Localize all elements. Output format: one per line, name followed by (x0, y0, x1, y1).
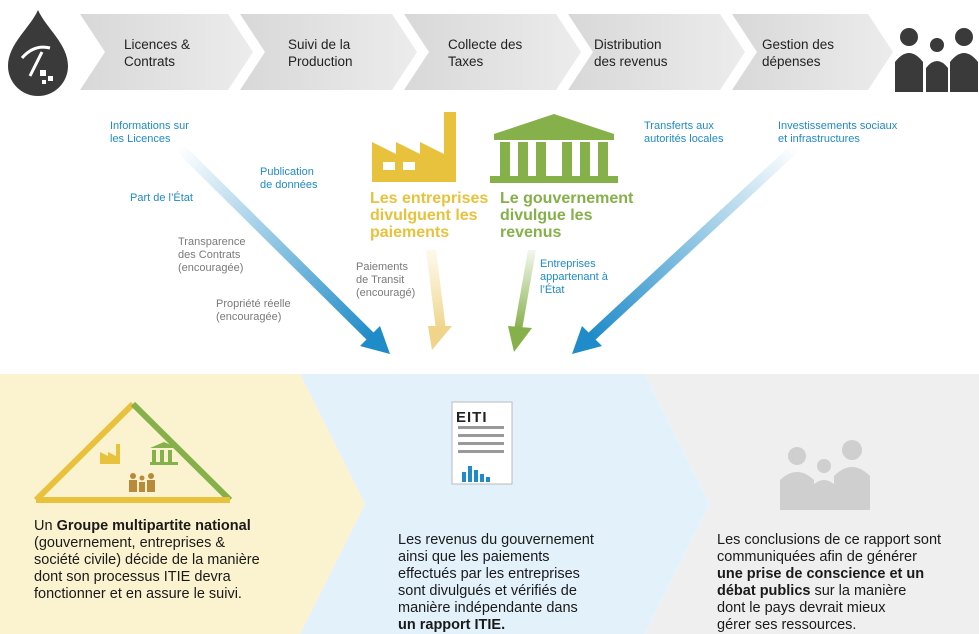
text-line: manière indépendante dans (398, 600, 578, 616)
step-label-line: Production (288, 54, 353, 69)
text-bold: débat publics (717, 583, 811, 599)
step-chevron-5 (732, 14, 893, 90)
label-entreprises-etat: Entreprises appartenant à l’État (540, 258, 608, 297)
arrow-left-blue (176, 144, 390, 354)
text-line: débat publics sur la manière (717, 583, 977, 600)
public-people-icon (780, 440, 870, 510)
step-label-line: dépenses (762, 54, 821, 69)
step-chevron-3 (404, 14, 581, 90)
label-line: Transparence (178, 236, 246, 248)
label-line: divulgue les (500, 207, 593, 224)
label-line: Propriété réelle (216, 298, 291, 310)
government-building-icon (490, 114, 618, 183)
label-line: Publication (260, 166, 314, 178)
arrow-green (508, 250, 536, 352)
text-line: communiquées afin de générer (717, 549, 917, 565)
label-line: l’État (540, 284, 565, 296)
label-gouvernement-divulgue: Le gouvernement divulgue les revenus (500, 190, 633, 241)
step-distribution: Distribution des revenus (594, 36, 668, 70)
label-line: Informations sur (110, 120, 189, 132)
label-publication: Publication de données (260, 166, 318, 192)
arrow-yellow (426, 250, 452, 350)
text-revenus-rapport: Les revenus du gouvernement ainsi que le… (398, 532, 658, 634)
label-paiements-transit: Paiements de Transit (encouragé) (356, 261, 415, 300)
label-line: divulguent les (370, 207, 478, 224)
label-part-etat: Part de l’État (130, 192, 193, 204)
text-line: une prise de conscience et un (717, 566, 977, 583)
label-transparence: Transparence des Contrats (encouragée) (178, 236, 245, 275)
step-label-line: Contrats (124, 54, 176, 69)
label-line: de Transit (356, 274, 405, 286)
step-taxes: Collecte des Taxes (448, 36, 522, 70)
label-line: Transferts aux (644, 120, 714, 132)
text-line: ainsi que les paiements (398, 549, 550, 565)
text-line: un rapport ITIE. (398, 617, 658, 634)
step-production: Suivi de la Production (288, 36, 353, 70)
text-bold: Groupe multipartite national (56, 518, 251, 534)
step-chevron-1 (80, 14, 253, 90)
step-licences: Licences & Contrats (124, 36, 190, 70)
eiti-report-icon (451, 401, 513, 485)
text-part: sur la manière (810, 583, 907, 599)
label-line: (encouragé) (356, 287, 416, 299)
text-line: Les revenus du gouvernement (398, 532, 594, 548)
panel-middle-bg (300, 374, 710, 634)
bottom-panels (0, 374, 979, 634)
label-line: Paiements (356, 261, 408, 273)
panel-left-bg (0, 374, 365, 634)
step-chevron-4 (568, 14, 745, 90)
label-line: Le gouvernement (500, 190, 634, 207)
text-bold: un rapport ITIE. (398, 617, 506, 633)
label-line: appartenant à (540, 271, 608, 283)
text-line: gérer ses ressources. (717, 617, 857, 633)
text-line: (gouvernement, entreprises & (34, 535, 226, 551)
text-line: sont divulgués et vérifiés de (398, 583, 577, 599)
process-flow (8, 10, 978, 96)
step-label-line: Taxes (448, 54, 484, 69)
text-part: Un (34, 518, 57, 534)
multistakeholder-triangle-icon (33, 401, 233, 503)
label-line: Investissements sociaux (778, 120, 898, 132)
label-line: et infrastructures (778, 133, 860, 145)
step-label-line: Licences & (124, 37, 191, 52)
step-label-line: des revenus (594, 54, 668, 69)
label-line: revenus (500, 224, 562, 241)
text-line: dont le pays devrait mieux (717, 600, 886, 616)
text-bold: une prise de conscience et un (717, 566, 925, 582)
label-entreprises-divulguent: Les entreprises divulguent les paiements (370, 190, 488, 241)
label-line: paiements (370, 224, 450, 241)
text-line: société civile) décide de la manière (34, 552, 260, 568)
step-label-line: Collecte des (448, 37, 523, 52)
label-info-licences: Informations sur les Licences (110, 120, 189, 146)
label-propriete: Propriété réelle (encouragée) (216, 298, 291, 324)
step-depenses: Gestion des dépenses (762, 36, 834, 70)
text-groupe-multipartite: Un Groupe multipartite national (gouvern… (34, 518, 334, 603)
factory-icon (372, 112, 456, 182)
label-line: des Contrats (178, 249, 241, 261)
label-investissements: Investissements sociaux et infrastructur… (778, 120, 897, 146)
text-line: fonctionner et en assure le suivi. (34, 586, 242, 602)
label-line: de données (260, 179, 318, 191)
eiti-logo: EITI (456, 409, 488, 426)
flow-arrows (176, 112, 799, 354)
label-line: Les entreprises (370, 190, 489, 207)
label-line: autorités locales (644, 133, 724, 145)
text-line: Un Groupe multipartite national (34, 518, 334, 535)
text-conclusions: Les conclusions de ce rapport sont commu… (717, 532, 977, 634)
text-line: dont son processus ITIE devra (34, 569, 231, 585)
label-transferts: Transferts aux autorités locales (644, 120, 724, 146)
label-line: les Licences (110, 133, 171, 145)
step-label-line: Gestion des (762, 37, 835, 52)
step-label-line: Distribution (594, 37, 662, 52)
label-line: (encouragée) (178, 262, 244, 274)
label-line: Entreprises (540, 258, 596, 270)
step-label-line: Suivi de la (288, 37, 351, 52)
step-chevron-2 (240, 14, 417, 90)
resource-drop-icon (8, 10, 68, 96)
arrow-right-blue (572, 144, 799, 354)
label-line: (encouragée) (216, 311, 282, 323)
text-line: Les conclusions de ce rapport sont (717, 532, 942, 548)
text-line: effectués par les entreprises (398, 566, 580, 582)
people-icon (895, 28, 978, 92)
